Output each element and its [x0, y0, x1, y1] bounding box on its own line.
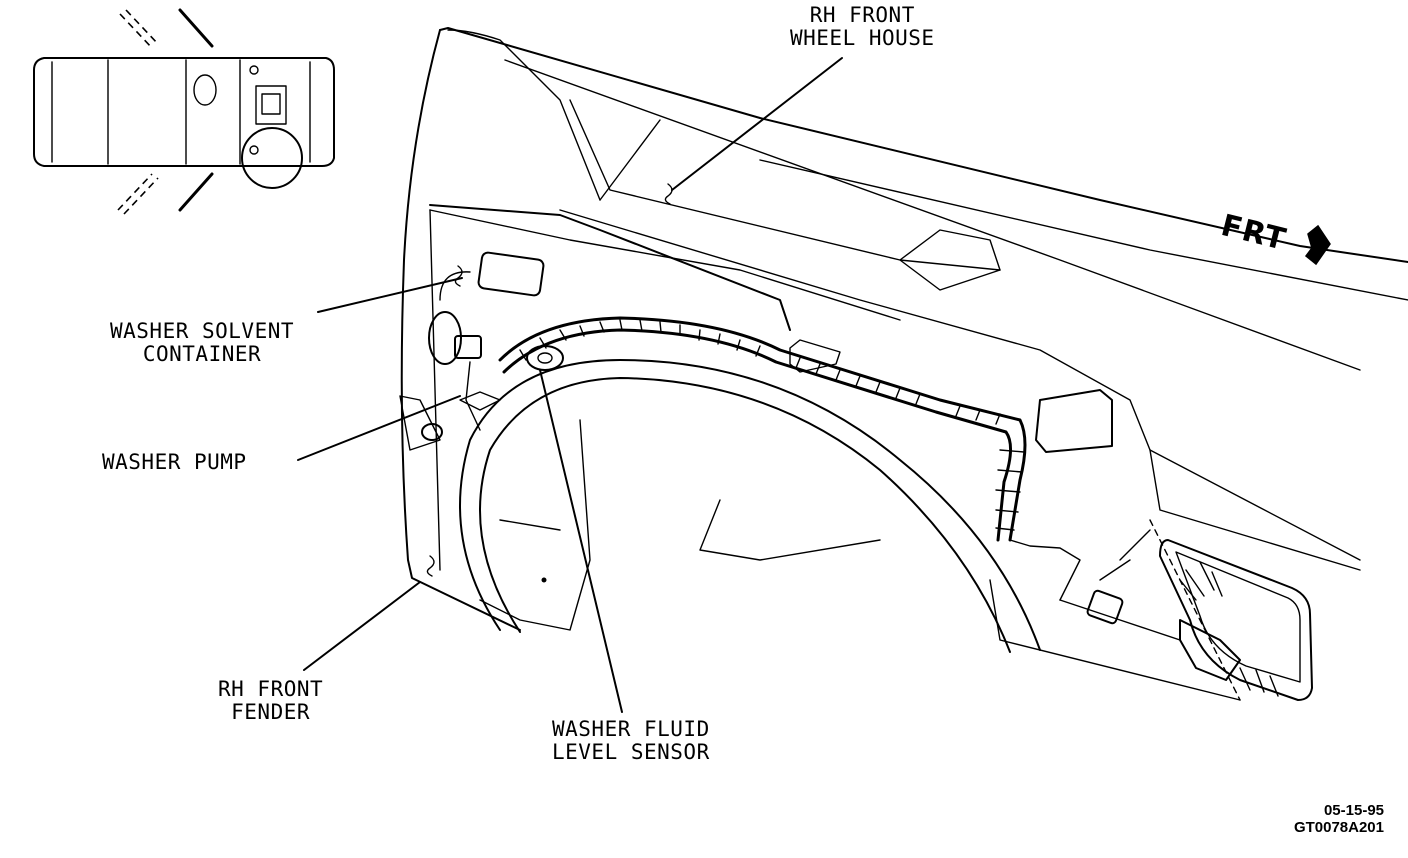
wiring-harness	[498, 316, 1241, 701]
leader-lines	[297, 57, 843, 713]
locator-inset	[33, 8, 335, 215]
leader-front-fender	[303, 581, 421, 671]
leader-fluid-level-sensor	[539, 369, 623, 713]
washer-solvent-container	[399, 204, 791, 451]
figure-id: GT0078A201	[1293, 819, 1384, 836]
leader-wheel-house	[671, 57, 843, 191]
fender-body	[400, 27, 1408, 701]
label-rh-front-fender: RH FRONT FENDER	[218, 677, 324, 724]
figure-code: 05-15-95 GT0078A201	[1294, 802, 1384, 836]
label-washer-solvent-container: WASHER SOLVENT CONTAINER	[110, 319, 295, 366]
label-washer-fluid-level-sensor: WASHER FLUID LEVEL SENSOR	[552, 717, 710, 764]
label-rh-front-wheel-house: RH FRONT WHEEL HOUSE	[790, 3, 935, 50]
leader-solvent-container	[317, 277, 463, 313]
front-direction-arrow-icon	[1304, 224, 1331, 266]
lamp-housing	[1159, 539, 1313, 701]
wheel-house-arch	[459, 359, 1041, 653]
figure-date: 05-15-95	[1323, 802, 1384, 819]
leader-washer-pump	[297, 395, 461, 461]
washer-pump	[428, 311, 482, 431]
label-washer-pump: WASHER PUMP	[102, 450, 247, 474]
reference-marks	[426, 183, 673, 577]
